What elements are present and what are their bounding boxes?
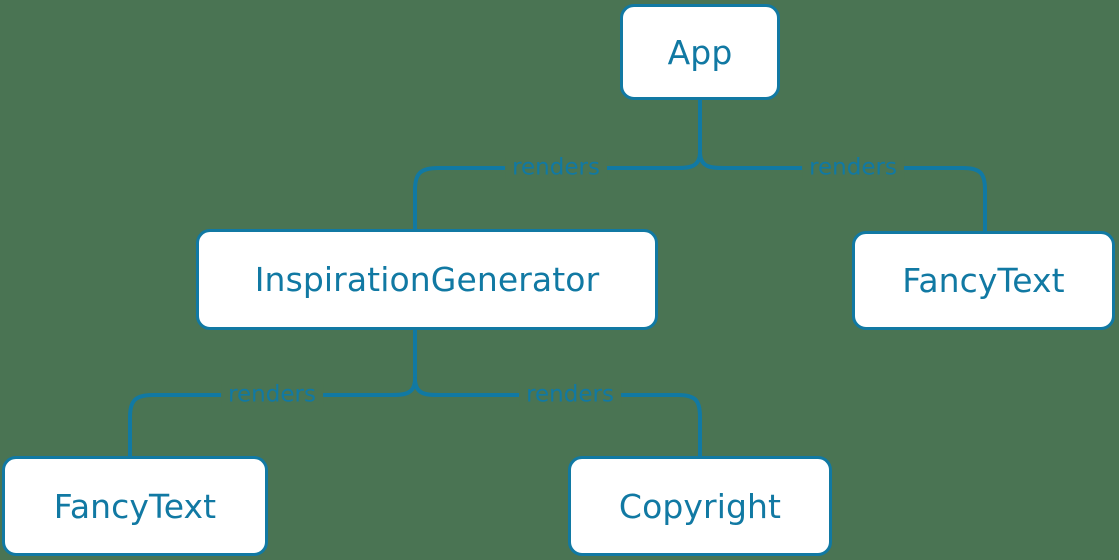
edge-label-app-to-inspiration-generator: renders [505,156,607,180]
edge-app-to-inspiration-generator [413,150,702,231]
edge-label-inspiration-generator-to-copyright: renders [519,383,621,407]
node-copyright[interactable]: Copyright [568,456,832,556]
edge-label-app-to-fancytext-right: renders [802,156,904,180]
edge-inspiration-generator-to-copyright [413,377,702,458]
node-app-label: App [667,32,733,72]
edge-label-inspiration-generator-to-fancytext-bottom: renders [221,383,323,407]
node-fancytext-right[interactable]: FancyText [852,231,1115,330]
node-inspiration-generator[interactable]: InspirationGenerator [196,229,658,330]
node-fancytext-bottom[interactable]: FancyText [2,456,268,556]
node-copyright-label: Copyright [618,486,782,526]
node-inspiration-generator-label: InspirationGenerator [254,260,600,299]
node-fancytext-bottom-label: FancyText [53,486,217,526]
edge-inspiration-generator-to-fancytext-bottom [128,377,417,458]
node-fancytext-right-label: FancyText [902,261,1065,300]
node-app[interactable]: App [620,4,780,100]
edge-app-to-fancytext-right [698,150,987,233]
